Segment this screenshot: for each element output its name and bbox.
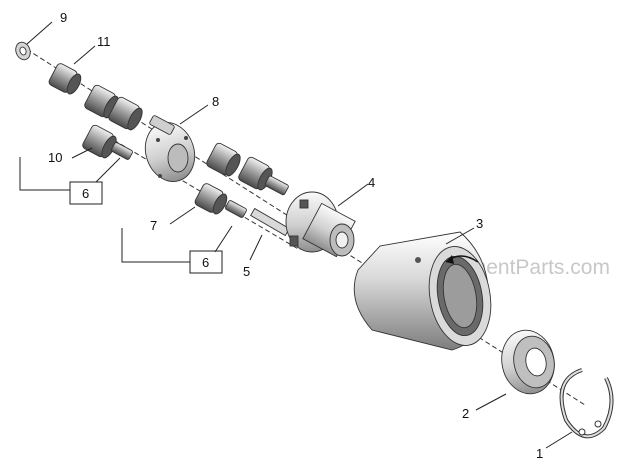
callout-3: 3 <box>476 216 483 231</box>
callout-10: 10 <box>48 150 62 165</box>
leader-11 <box>73 45 96 65</box>
leader-6-lower <box>214 225 233 253</box>
leader-8 <box>179 104 209 125</box>
retaining-ring-part-1 <box>559 368 614 439</box>
callout-4: 4 <box>368 175 375 190</box>
gear-part-7 <box>194 183 228 215</box>
callout-7: 7 <box>150 218 157 233</box>
callout-6-lower: 6 <box>202 255 209 270</box>
callout-8: 8 <box>212 94 219 109</box>
callout-11: 11 <box>97 34 111 49</box>
gear-part-10 <box>82 124 133 160</box>
callout-1: 1 <box>536 446 543 461</box>
bracket-6-upper <box>19 157 70 191</box>
carrier-part-4 <box>285 191 356 258</box>
pin-part-6-lower <box>225 200 247 218</box>
gear-middle-2 <box>238 156 273 191</box>
callout-5: 5 <box>243 264 250 279</box>
leader-9 <box>26 21 53 45</box>
gear-part-11 <box>48 63 82 95</box>
carrier-part-8 <box>144 115 196 182</box>
washer-part-9 <box>15 41 31 61</box>
bearing-part-2 <box>501 329 555 395</box>
leader-1 <box>545 431 573 449</box>
callout-6-upper: 6 <box>82 186 89 201</box>
drum-part-3 <box>353 231 492 351</box>
leader-4 <box>337 183 369 207</box>
leader-5 <box>249 234 263 261</box>
leader-2 <box>475 393 507 411</box>
leader-6-upper <box>95 157 121 183</box>
callout-9: 9 <box>60 10 67 25</box>
callout-box-6-lower <box>189 250 223 274</box>
bracket-6-lower <box>121 228 190 263</box>
gear-upper-2 <box>108 96 143 131</box>
pin-middle <box>264 175 289 196</box>
callout-box-6-upper <box>69 181 103 205</box>
leader-10 <box>71 147 93 159</box>
leader-7 <box>169 206 196 225</box>
callout-2: 2 <box>462 406 469 421</box>
gear-middle-1 <box>206 142 241 177</box>
leader-3 <box>445 227 475 245</box>
